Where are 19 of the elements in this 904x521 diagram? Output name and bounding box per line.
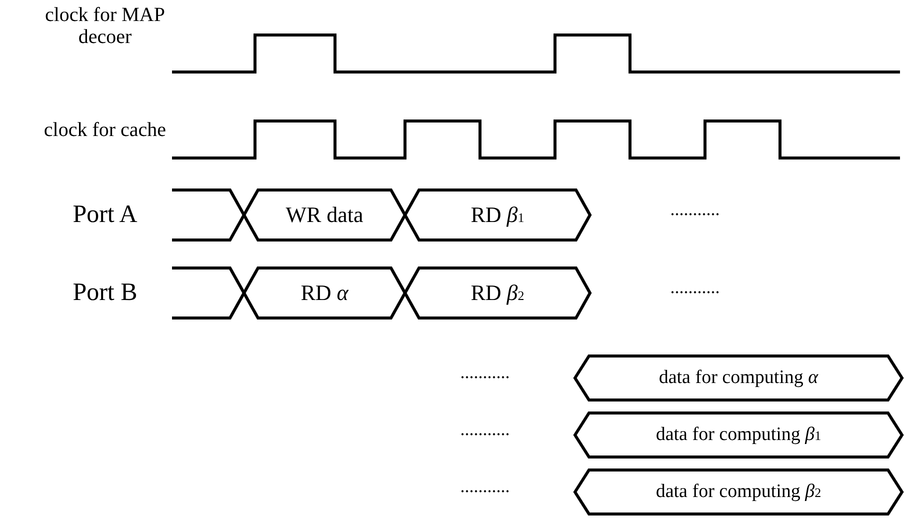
ellipsis: ...........: [459, 363, 511, 383]
bus-segment: [405, 268, 590, 318]
signal-label: clock for cache: [42, 119, 168, 141]
ellipsis: ...........: [669, 200, 721, 220]
segment-label: data for computing α: [658, 367, 820, 389]
ellipsis: ...........: [669, 278, 721, 298]
signal-label: Port A: [72, 201, 138, 228]
bus-segment: [575, 413, 902, 457]
bus-segment: [405, 190, 590, 240]
bus-segment: [244, 190, 405, 240]
signal-label: Port B: [72, 279, 138, 306]
signal-label: clock for MAP decoer: [44, 4, 166, 48]
segment-label: WR data: [284, 202, 364, 228]
segment-label: RD α: [300, 280, 350, 306]
bus-segment: [575, 470, 902, 514]
bus-segment: [575, 356, 902, 400]
bus-segment: [244, 268, 405, 318]
ellipsis: ...........: [459, 477, 511, 497]
ellipsis: ...........: [459, 420, 511, 440]
